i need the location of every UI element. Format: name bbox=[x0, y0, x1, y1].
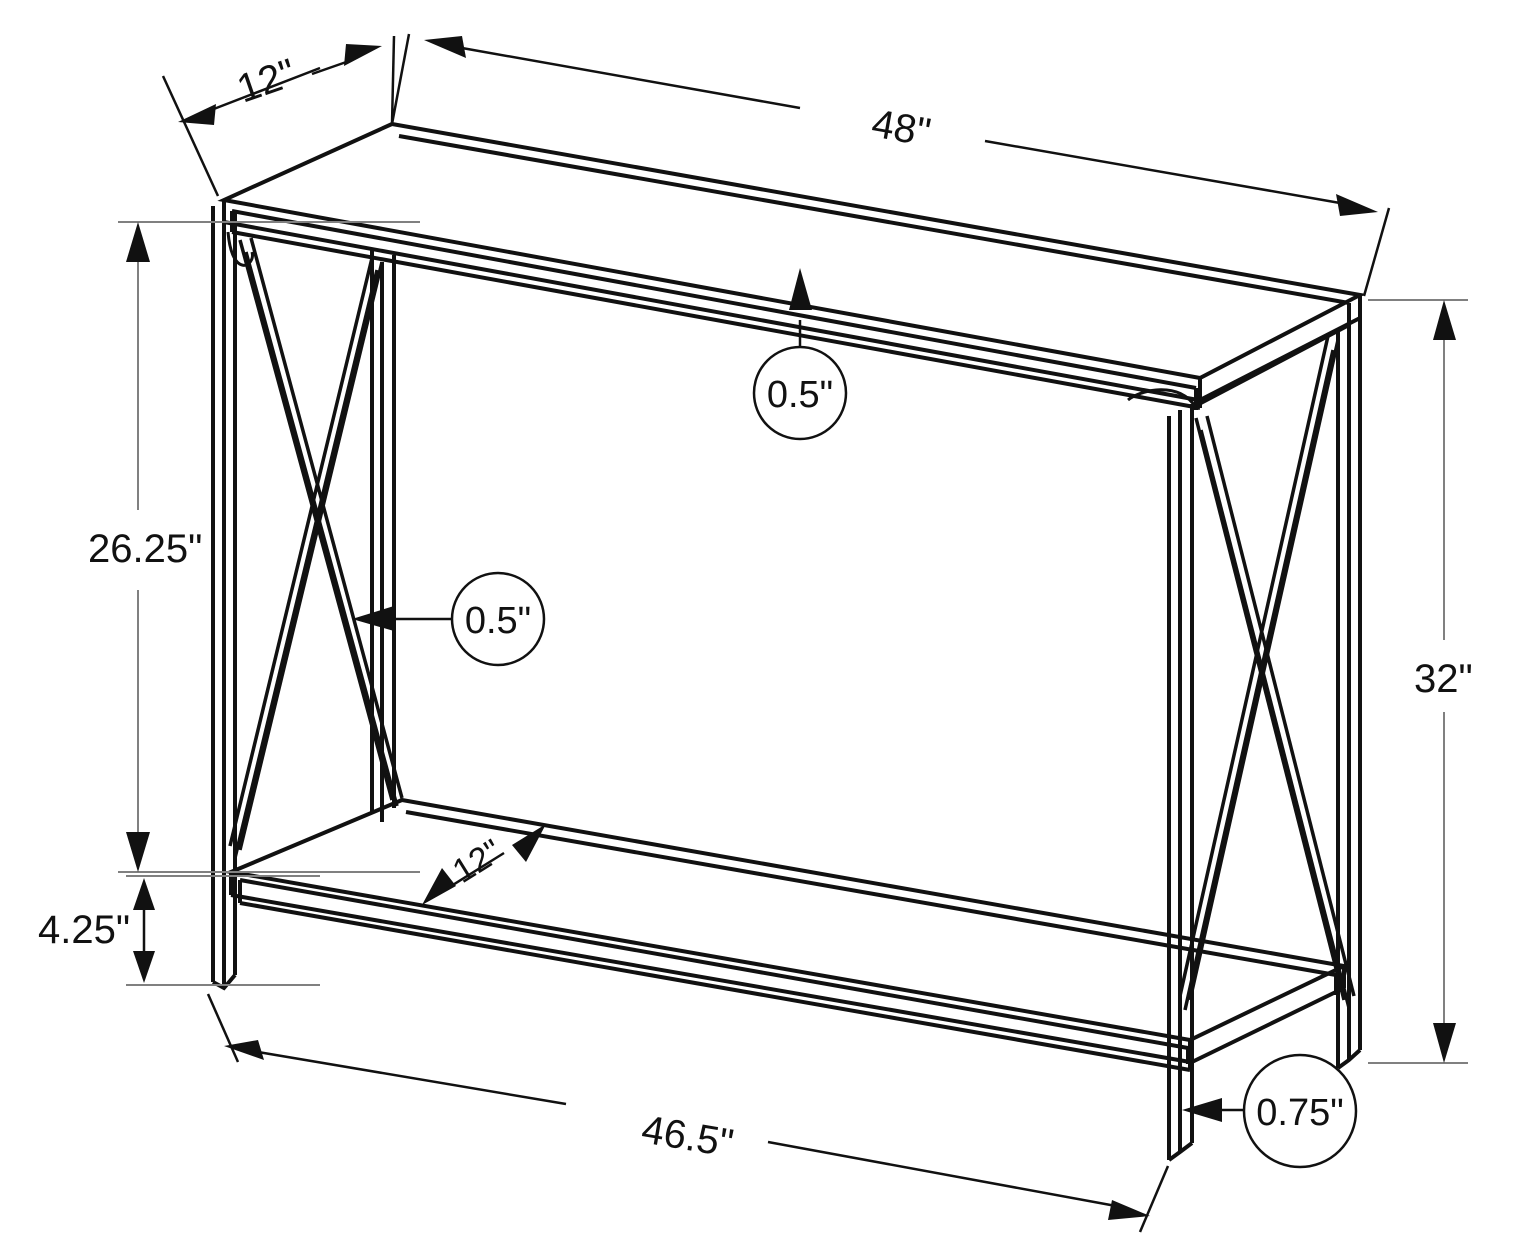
dimension-left-height: 26.25" bbox=[88, 221, 420, 873]
callout-brace-thickness-label: 0.5" bbox=[465, 600, 531, 642]
dimension-left-height-label: 26.25" bbox=[88, 527, 202, 571]
callout-bubble bbox=[752, 345, 848, 441]
callout-leg-thickness-label: 0.75" bbox=[1256, 1092, 1343, 1134]
callout-brace-thickness: 0.5" bbox=[352, 571, 546, 667]
dimension-top-width-label: 48" bbox=[868, 102, 933, 156]
table-geometry bbox=[211, 121, 1367, 1162]
dimension-top-width: 48" bbox=[390, 33, 1391, 297]
callout-top-thickness-label: 0.5" bbox=[767, 374, 833, 416]
dimension-right-height: 32" bbox=[1368, 299, 1473, 1064]
dimension-top-depth-label: 12" bbox=[232, 51, 302, 112]
dimension-top-depth: 12" bbox=[161, 35, 396, 197]
callout-bubble bbox=[1242, 1053, 1358, 1169]
left-x-brace bbox=[228, 237, 404, 859]
dimension-leg-bottom-label: 4.25" bbox=[38, 908, 130, 952]
dimension-leg-bottom: 4.25" bbox=[38, 875, 320, 986]
callout-top-thickness: 0.5" bbox=[752, 268, 848, 441]
dimension-shelf-depth: 12" bbox=[422, 824, 546, 905]
callout-bubble bbox=[450, 571, 546, 667]
right-side-frame bbox=[1127, 318, 1362, 1162]
callout-leg-thickness: 0.75" bbox=[1182, 1053, 1358, 1169]
right-x-brace bbox=[1178, 335, 1356, 1011]
dimension-base-width: 46.5" bbox=[206, 993, 1170, 1233]
dimension-right-height-label: 32" bbox=[1414, 657, 1473, 701]
lower-shelf bbox=[223, 797, 1351, 1072]
dimension-base-width-label: 46.5" bbox=[639, 1107, 737, 1166]
